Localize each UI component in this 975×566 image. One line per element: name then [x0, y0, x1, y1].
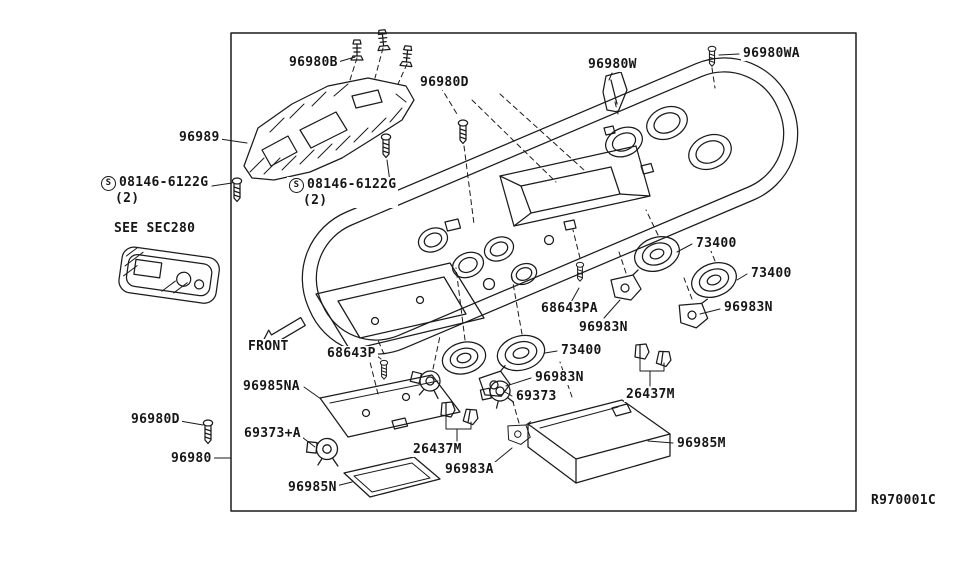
- part-label-96980b: 96980B: [287, 55, 340, 70]
- part-label-96983a: 96983A: [443, 462, 496, 477]
- part-label-96980d-1: 96980D: [418, 75, 471, 90]
- part-label-96983n-3: 96983N: [533, 370, 586, 385]
- section-note: SEE SEC280: [112, 221, 198, 236]
- part-label-69373: 69373: [514, 389, 559, 404]
- screw-grade-icon: S: [101, 176, 116, 191]
- mounting-bracket-96989: [243, 77, 415, 181]
- motor-69373a: [304, 435, 342, 468]
- pin-96980wa: [707, 45, 717, 67]
- part-label-26437m-2: 26437M: [411, 442, 464, 457]
- part-label-73400-1: 73400: [694, 236, 739, 251]
- part-number: 08146-6122G: [119, 175, 209, 190]
- switch-pod-sec280: [118, 246, 220, 304]
- part-label-68643p: 68643P: [325, 346, 378, 361]
- part-number: 08146-6122G: [307, 177, 397, 192]
- vent-rings-73400: [441, 235, 737, 375]
- screw-68643pa: [575, 261, 585, 282]
- part-label-96985na: 96985NA: [241, 379, 302, 394]
- screw-grade-icon: S: [289, 178, 304, 193]
- part-label-96980w: 96980W: [586, 57, 639, 72]
- pushpin-clip-icon: [399, 44, 415, 68]
- part-label-68643pa: 68643PA: [539, 301, 600, 316]
- part-label-96985m: 96985M: [675, 436, 728, 451]
- part-label-96983n-1: 96983N: [722, 300, 775, 315]
- pushpin-clip-icon: [350, 39, 364, 61]
- front-label: FRONT: [246, 339, 291, 354]
- part-label-96980d-2: 96980D: [129, 412, 182, 427]
- drawing-number: R970001C: [869, 493, 939, 508]
- screw-96980d-top: [457, 119, 469, 145]
- part-label-96980: 96980: [169, 451, 214, 466]
- clip-26437m: [634, 343, 650, 360]
- bracket-plate-96985na: [319, 374, 461, 438]
- part-qty: (2): [303, 193, 328, 208]
- part-label-96980wa: 96980WA: [741, 46, 802, 61]
- console-mid-vents: [417, 218, 577, 291]
- screw-08146-right: [380, 133, 392, 159]
- clip-96980w: [602, 71, 628, 113]
- part-label-96989: 96989: [177, 130, 222, 145]
- tray-96985n: [343, 456, 441, 498]
- part-label-73400-2: 73400: [749, 266, 794, 281]
- screw-68643p: [379, 359, 389, 380]
- part-label-73400-3: 73400: [559, 343, 604, 358]
- part-qty: (2): [115, 191, 140, 206]
- screw-96980d-left: [202, 419, 214, 445]
- part-label-96983n-2: 96983N: [577, 320, 630, 335]
- diagram-border: [230, 32, 857, 512]
- part-label-26437m-1: 26437M: [624, 387, 677, 402]
- console-display-opening: [499, 145, 651, 227]
- lamp-housing-96985m: [527, 399, 671, 484]
- screw-08146-left: [231, 177, 243, 203]
- console-front-tray: [315, 262, 485, 351]
- console-rear-vents: [603, 105, 732, 175]
- part-label-69373a: 69373+A: [242, 426, 303, 441]
- part-label-96985n: 96985N: [286, 480, 339, 495]
- bracket-96983n-1: [610, 269, 642, 301]
